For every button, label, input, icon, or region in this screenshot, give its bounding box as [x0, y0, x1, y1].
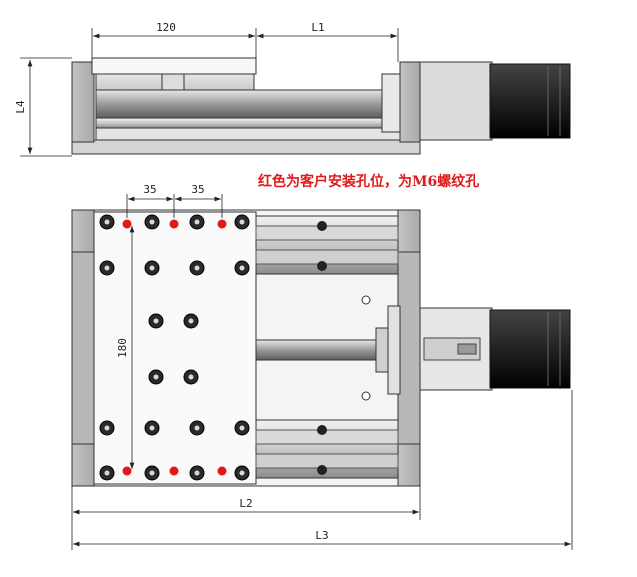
dim-35-left-label: 35 — [143, 183, 156, 196]
dim-35-right-label: 35 — [191, 183, 204, 196]
mounting-hole-note: 红色为客户安装孔位，为M6螺纹孔 — [258, 173, 479, 190]
dim-l1-label: L1 — [311, 21, 324, 34]
m6-mounting-holes — [122, 219, 227, 476]
dim-l3-label: L3 — [315, 529, 328, 542]
top-view — [71, 209, 571, 487]
dim-l2-label: L2 — [239, 497, 252, 510]
side-view-dimensions: 120 L1 L4 — [14, 21, 399, 157]
top-view-dimensions: 35 35 180 L2 L3 — [71, 183, 573, 550]
dim-180-label: 180 — [116, 338, 129, 358]
dim-l4-label: L4 — [14, 100, 27, 114]
side-view — [71, 57, 571, 155]
dim-120-label: 120 — [156, 21, 176, 34]
carriage-holes — [99, 214, 250, 481]
